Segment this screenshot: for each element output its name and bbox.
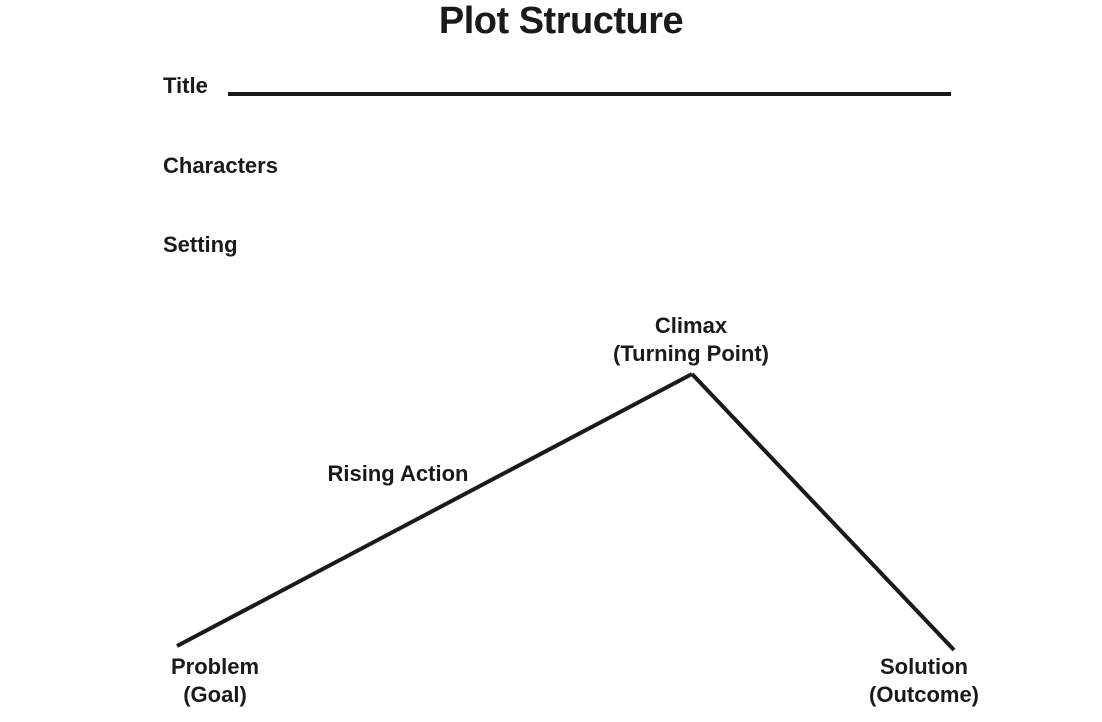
- climax-node-label: Climax (Turning Point): [613, 312, 769, 368]
- solution-label-text: Solution: [880, 654, 968, 679]
- characters-field-label: Characters: [163, 153, 278, 178]
- title-field-label: Title: [163, 73, 208, 98]
- rising-action-label: Rising Action: [327, 461, 469, 486]
- climax-label-text: Climax: [654, 313, 728, 338]
- rising-action-line: [176, 372, 693, 648]
- page-title: Plot Structure: [438, 0, 684, 42]
- problem-node-label: Problem (Goal): [171, 653, 259, 709]
- problem-label-text: Problem: [170, 654, 260, 679]
- setting-field-label: Setting: [163, 232, 238, 257]
- climax-sublabel-text: (Turning Point): [613, 341, 769, 366]
- solution-sublabel-text: (Outcome): [869, 682, 979, 707]
- falling-action-line: [690, 372, 956, 652]
- solution-node-label: Solution (Outcome): [869, 653, 979, 709]
- problem-sublabel-text: (Goal): [183, 682, 247, 707]
